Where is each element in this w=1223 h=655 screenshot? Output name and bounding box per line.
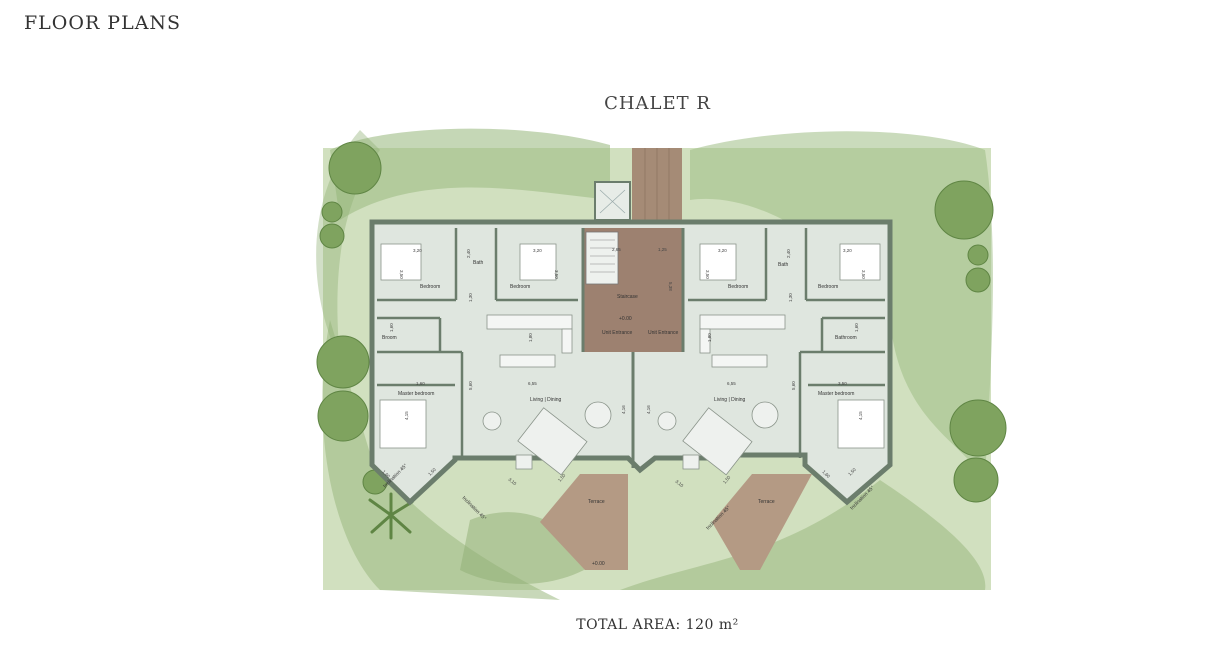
dimension-label: 3,20 [843,248,852,253]
dimension-label: 5,60 [468,381,473,390]
dimension-label: 1,50 [557,472,567,482]
dimension-label: 5,38 [668,282,673,291]
dimension-label: 2,40 [466,249,471,258]
dimension-labels: 3,20 3,20 3,20 3,20 3,50 3,50 3,50 3,50 … [381,247,866,488]
dimension-label: 3,20 [718,248,727,253]
dimension-label: 2,65 [612,247,621,252]
room-label: Living | Dining [530,397,562,403]
dimension-label: 1,25 [658,247,667,252]
room-label: Unit Entrance [648,330,679,336]
dimension-label: 1,50 [722,474,732,484]
dimension-label: 3,10 [674,479,684,489]
plan-title: CHALET R [604,93,711,114]
room-label: Broom [382,335,397,341]
dimension-label: 3,50 [399,270,404,279]
dimension-label: 4,16 [646,405,651,414]
bed-icon [379,243,885,449]
dimension-label: 1,60 [416,381,425,386]
room-label: Living | Dining [714,397,746,403]
dimension-label: 2,40 [786,249,791,258]
room-label: Bedroom [728,284,748,290]
room-label: Master bedroom [818,391,854,397]
building-outline [369,219,893,506]
room-label: Bath [473,260,484,266]
total-area: TOTAL AREA: 120 m² [576,617,739,633]
dimension-label: 3,50 [705,270,710,279]
room-label: Bedroom [420,284,440,290]
kitchen-counter [486,314,786,368]
right-unit-walls [688,228,885,458]
room-label: Bedroom [818,284,838,290]
room-label: Unit Entrance [602,330,633,336]
dimension-label: 3,50 [554,270,559,279]
dimension-label: 4,15 [858,411,863,420]
dimension-label: 3,10 [507,477,517,487]
dimension-label: 4,15 [404,411,409,420]
dimension-label: 6,55 [727,381,736,386]
dimension-label: 6,55 [528,381,537,386]
palm-icon [368,492,414,540]
dimension-label: 1,50 [847,467,857,477]
tree-icon [316,141,1007,503]
dimension-label: 1,80 [707,333,712,342]
room-label: Staircase [617,294,638,300]
left-unit-walls [377,228,578,458]
page-title: FLOOR PLANS [24,12,182,34]
dimension-label: 1,50 [427,467,437,477]
room-label: Bathroom [835,335,857,341]
dimension-label: 5,60 [791,381,796,390]
living-furniture [482,401,779,476]
dimension-label: 1,60 [381,469,391,479]
room-label: Terrace [758,499,775,505]
dimension-label: 3,50 [838,381,847,386]
room-label: Master bedroom [398,391,434,397]
dimension-label: 1,30 [468,293,473,302]
level-label: +0.00 [619,316,632,322]
dimension-label: 1,30 [788,293,793,302]
dimension-label: 3,20 [413,248,422,253]
dimension-label: 1,60 [854,323,859,332]
terrace-deck [540,474,812,570]
room-label: Terrace [588,499,605,505]
dimension-label: 1,80 [528,333,533,342]
dimension-label: 3,50 [861,270,866,279]
level-label: +0.00 [592,561,605,567]
dimension-label: 4,16 [621,405,626,414]
room-label: Bath [778,262,789,268]
dimension-label: 3,20 [533,248,542,253]
room-label: Bedroom [510,284,530,290]
dimension-label: 1,60 [389,323,394,332]
dimension-label: 1,60 [821,469,831,479]
